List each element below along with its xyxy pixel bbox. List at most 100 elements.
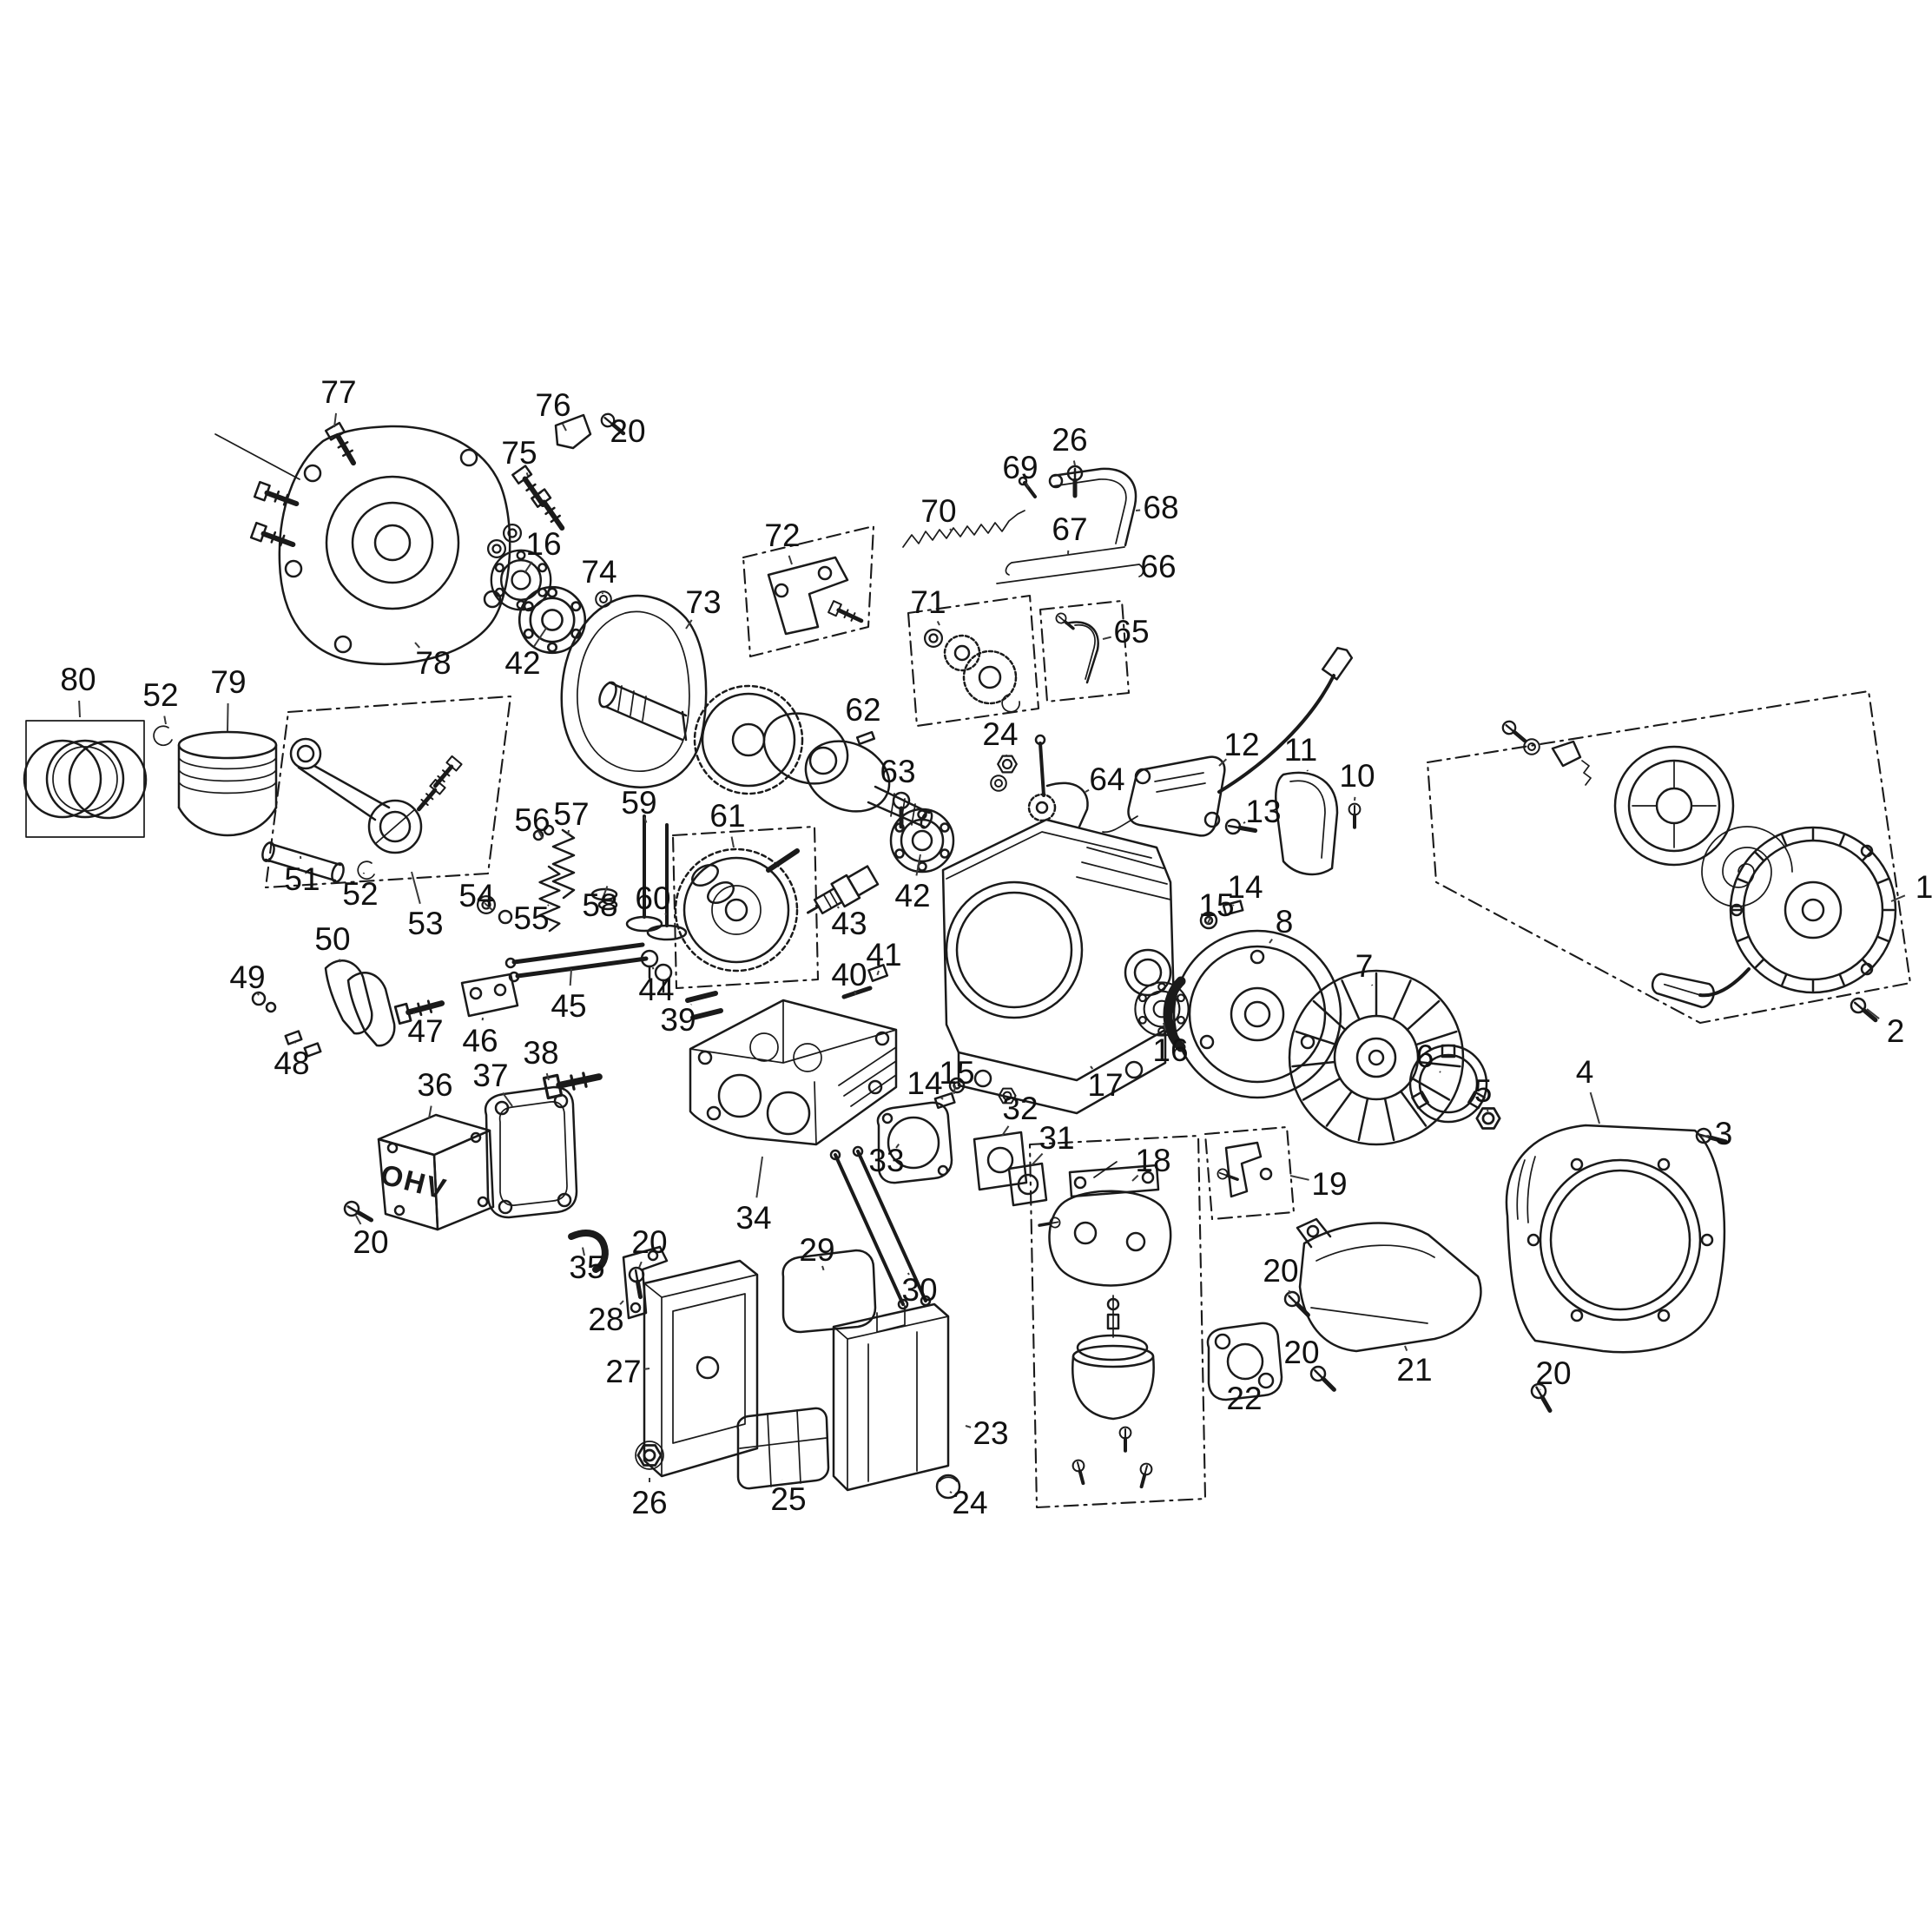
leader-line bbox=[428, 1105, 432, 1119]
part-number-label: 15 bbox=[1198, 887, 1234, 923]
part-number-label: 32 bbox=[1002, 1091, 1038, 1126]
governor-gear-set bbox=[907, 594, 1040, 728]
part-number-label: 52 bbox=[142, 677, 178, 713]
part-number-label: 4 bbox=[1576, 1054, 1594, 1090]
woodruff-key bbox=[855, 730, 876, 746]
leader-line bbox=[949, 528, 953, 532]
ignition-coil bbox=[1102, 674, 1335, 837]
leader-line bbox=[1102, 636, 1111, 640]
leader-line bbox=[1135, 509, 1141, 511]
leader-line bbox=[643, 1368, 650, 1370]
part-number-label: 55 bbox=[513, 900, 549, 936]
part-number-label: 34 bbox=[735, 1200, 771, 1236]
leader-line bbox=[664, 913, 668, 916]
cover-bolts bbox=[251, 423, 360, 551]
leader-line bbox=[227, 702, 229, 732]
part-number-label: 30 bbox=[901, 1272, 937, 1308]
air-guide-plate bbox=[1275, 771, 1339, 876]
part-number-label: 78 bbox=[415, 645, 451, 681]
element-grid bbox=[736, 1407, 830, 1490]
leader-line bbox=[1031, 1152, 1044, 1166]
crankcase-gasket bbox=[560, 594, 708, 788]
cylinder-baffle-shroud bbox=[1296, 1217, 1482, 1353]
leader-line bbox=[1890, 894, 1906, 902]
part-number-label: 8 bbox=[1276, 904, 1294, 940]
leader-line bbox=[936, 621, 940, 626]
part-number-label: 26 bbox=[1052, 422, 1087, 458]
part-number-label: 38 bbox=[523, 1035, 558, 1071]
part-number-label: 17 bbox=[1087, 1067, 1123, 1103]
part-number-label: 6 bbox=[1416, 1039, 1434, 1074]
part-number-label: 24 bbox=[982, 716, 1018, 752]
part-number-label: 37 bbox=[472, 1058, 508, 1093]
part-number-label: 75 bbox=[501, 435, 537, 471]
oil-fill-nut bbox=[990, 755, 1018, 792]
governor-shaft-arm bbox=[1027, 734, 1089, 828]
case-dowels bbox=[1199, 900, 1244, 930]
leader-line bbox=[1206, 917, 1211, 925]
ball-bearing-cover bbox=[518, 585, 587, 655]
ball-bearing-case bbox=[1134, 981, 1190, 1037]
pushrod-guides bbox=[504, 942, 649, 983]
starter-screw bbox=[1849, 996, 1880, 1025]
leader-line bbox=[821, 1265, 825, 1271]
piston-pin-clip-b bbox=[357, 860, 375, 880]
leader-line bbox=[895, 1144, 900, 1149]
part-number-label: 43 bbox=[831, 906, 867, 941]
leader-line bbox=[1866, 1008, 1880, 1019]
leader-line bbox=[562, 423, 567, 432]
part-number-label: 46 bbox=[462, 1023, 498, 1058]
leader-line bbox=[1218, 758, 1228, 767]
cover-screw bbox=[342, 1199, 374, 1226]
leader-line bbox=[915, 854, 921, 876]
part-number-label: 47 bbox=[407, 1013, 443, 1049]
piston-pin bbox=[261, 841, 345, 883]
leader-line bbox=[333, 412, 338, 428]
dowel-pins bbox=[933, 1077, 966, 1110]
leader-line bbox=[965, 1425, 972, 1428]
valve-spring-a bbox=[551, 828, 576, 900]
air-cleaner-cover bbox=[832, 1302, 950, 1492]
part-number-label: 36 bbox=[417, 1067, 452, 1103]
breather-clip bbox=[554, 412, 628, 450]
leader-line bbox=[1085, 788, 1090, 793]
part-number-label: 69 bbox=[1002, 450, 1038, 485]
leader-line bbox=[1072, 460, 1076, 466]
leader-line bbox=[907, 1272, 910, 1276]
governor-rods bbox=[996, 546, 1144, 584]
part-number-label: 42 bbox=[504, 645, 540, 681]
spark-plug-cap bbox=[1321, 646, 1354, 681]
part-number-label: 16 bbox=[525, 526, 561, 562]
piston bbox=[177, 730, 278, 837]
leader-line bbox=[1703, 1135, 1710, 1137]
part-number-label: 27 bbox=[605, 1354, 641, 1389]
part-number-label: 31 bbox=[1039, 1120, 1074, 1156]
leader-line bbox=[163, 715, 167, 725]
part-number-label: 14 bbox=[907, 1065, 942, 1101]
leader-line bbox=[1232, 904, 1235, 907]
ball-bearing-pto bbox=[889, 808, 955, 874]
leader-line bbox=[643, 816, 648, 823]
guide-screw bbox=[1349, 804, 1361, 828]
part-number-label: 29 bbox=[799, 1232, 834, 1268]
piston-ring-set bbox=[23, 720, 148, 838]
leader-line bbox=[619, 1300, 624, 1305]
valves bbox=[625, 814, 688, 941]
starter-pulley-cup bbox=[1408, 1044, 1488, 1124]
air-cleaner-case bbox=[643, 1259, 759, 1478]
leader-line bbox=[484, 902, 493, 911]
part-number-label: 15 bbox=[939, 1055, 974, 1091]
leader-line bbox=[413, 1012, 416, 1014]
part-number-label: 48 bbox=[274, 1045, 309, 1081]
leader-line bbox=[685, 619, 693, 630]
leader-line bbox=[953, 1085, 956, 1094]
governor-link bbox=[1039, 599, 1131, 703]
leader-line bbox=[1025, 482, 1030, 488]
camshaft-assembly bbox=[671, 825, 820, 990]
leader-line bbox=[1243, 821, 1246, 824]
part-number-label: 13 bbox=[1245, 794, 1281, 829]
part-number-label: 76 bbox=[535, 387, 570, 423]
carb-insulator bbox=[973, 1131, 1028, 1191]
part-number-label: 20 bbox=[1283, 1335, 1319, 1370]
